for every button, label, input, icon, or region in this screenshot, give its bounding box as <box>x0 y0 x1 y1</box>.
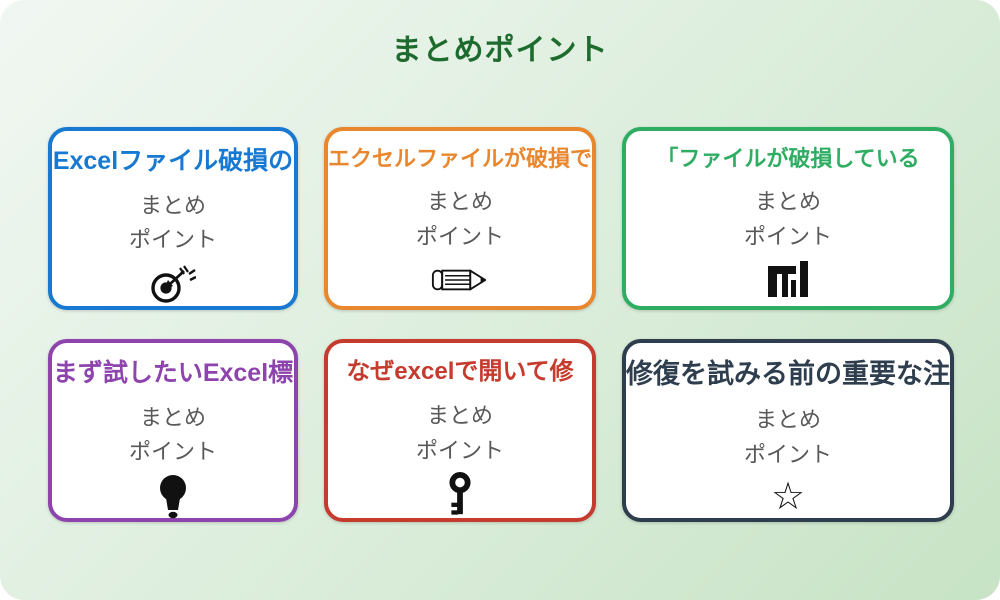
lightbulb-icon <box>157 474 189 519</box>
summary-card-file-is-corrupt: 「ファイルが破損している まとめ ポイント <box>622 126 954 310</box>
card-subtitle-line1: まとめ <box>754 188 821 214</box>
card-subtitle: まとめ ポイント <box>416 185 504 255</box>
card-subtitle-line2: ポイント <box>415 438 504 464</box>
card-subtitle: まとめ ポイント <box>744 185 832 255</box>
card-grid: Excelファイル破損の まとめ ポイント エクセルファ <box>48 126 954 522</box>
card-title: まず試したいExcel標 <box>52 358 294 387</box>
card-subtitle-line1: まとめ <box>754 406 821 432</box>
card-subtitle: まとめ ポイント <box>416 399 504 469</box>
card-title: Excelファイル破損の <box>52 146 294 175</box>
card-subtitle-line2: ポイント <box>128 439 217 465</box>
card-subtitle-line2: ポイント <box>743 223 832 249</box>
card-subtitle-line2: ポイント <box>743 441 832 467</box>
summary-card-excel-standard-tries: まず試したいExcel標 まとめ ポイント <box>48 338 298 522</box>
card-subtitle: まとめ ポイント <box>129 401 217 471</box>
card-subtitle-line1: まとめ <box>426 403 493 429</box>
pencil-icon <box>431 258 489 302</box>
card-title: 修復を試みる前の重要な注 <box>626 358 950 389</box>
card-title: なぜexcelで開いて修 <box>346 357 574 385</box>
summary-card-why-open-in-excel: なぜexcelで開いて修 まとめ ポイント <box>323 338 596 522</box>
card-subtitle-line1: まとめ <box>426 188 493 214</box>
page-title: まとめポイント <box>391 34 609 67</box>
star-icon: ☆ <box>770 475 806 518</box>
card-subtitle-line2: ポイント <box>128 227 217 253</box>
card-title: 「ファイルが破損している <box>656 145 920 171</box>
key-icon <box>447 471 473 517</box>
summary-card-excel-corruption: Excelファイル破損の まとめ ポイント <box>48 126 298 310</box>
card-subtitle-line1: まとめ <box>139 192 206 218</box>
bar-chart-icon <box>767 258 809 302</box>
card-subtitle-line1: まとめ <box>139 404 206 430</box>
summary-card-excel-file-broken: エクセルファイルが破損で まとめ ポイント <box>323 126 596 310</box>
dart-target-icon <box>150 262 196 306</box>
card-subtitle: まとめ ポイント <box>744 403 832 473</box>
summary-card-important-notes-before-repair: 修復を試みる前の重要な注 まとめ ポイント ☆ <box>622 338 954 522</box>
card-title: エクセルファイルが破損で <box>327 145 592 171</box>
card-subtitle: まとめ ポイント <box>129 189 217 259</box>
card-subtitle-line2: ポイント <box>415 223 504 249</box>
